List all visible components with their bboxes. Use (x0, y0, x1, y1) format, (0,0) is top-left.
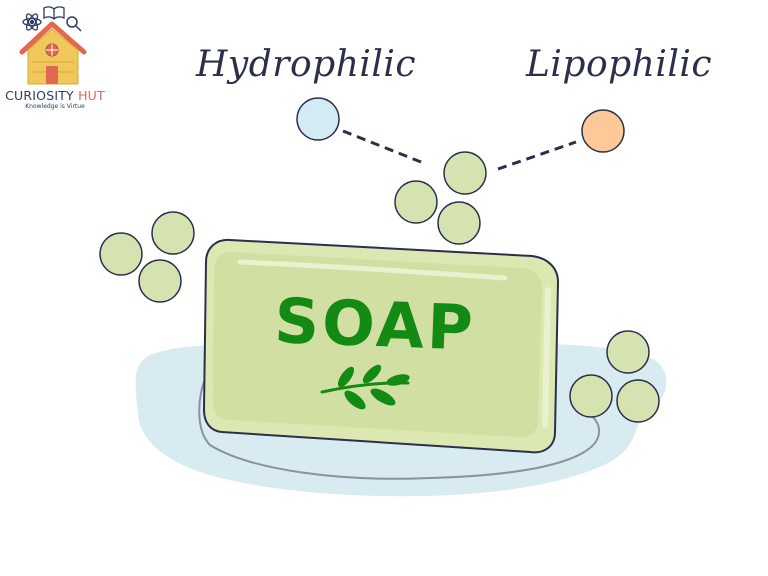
brand-name-part2: HUT (78, 88, 105, 103)
water-puddle-outline (198, 379, 600, 480)
brand-logo: CURIOSITY HUT Knowledge is Virtue (0, 0, 110, 115)
bubble (138, 259, 182, 303)
lipophilic-tail-icon (581, 109, 625, 153)
soap-bar-edge-highlight (542, 287, 551, 428)
soap-label: SOAP (273, 284, 477, 365)
hydrophilic-label: Hydrophilic (196, 44, 417, 85)
bubble (616, 379, 660, 423)
hydrophilic-connector (342, 129, 427, 166)
bubble (151, 211, 195, 255)
lipophilic-label: Lipophilic (526, 44, 713, 85)
bubble (443, 151, 487, 195)
hydrophilic-head-icon (296, 97, 340, 141)
leaf-sprig-icon (320, 364, 410, 410)
bubble (99, 232, 143, 276)
soap-bar-top-face (213, 251, 543, 438)
book-icon (43, 6, 65, 20)
magnifier-icon (66, 16, 82, 32)
soap-bar-highlight (237, 259, 508, 281)
house-logo-icon (19, 21, 87, 85)
bubble (394, 180, 438, 224)
atom-icon (22, 13, 42, 31)
soap-bar (202, 238, 560, 454)
bubble (437, 201, 481, 245)
brand-name: CURIOSITY HUT (2, 88, 108, 103)
lipophilic-connector (497, 140, 577, 171)
brand-name-part1: CURIOSITY (5, 88, 74, 103)
bubble (569, 374, 613, 418)
brand-tagline: Knowledge is Virtue (25, 103, 85, 110)
bubble (606, 330, 650, 374)
